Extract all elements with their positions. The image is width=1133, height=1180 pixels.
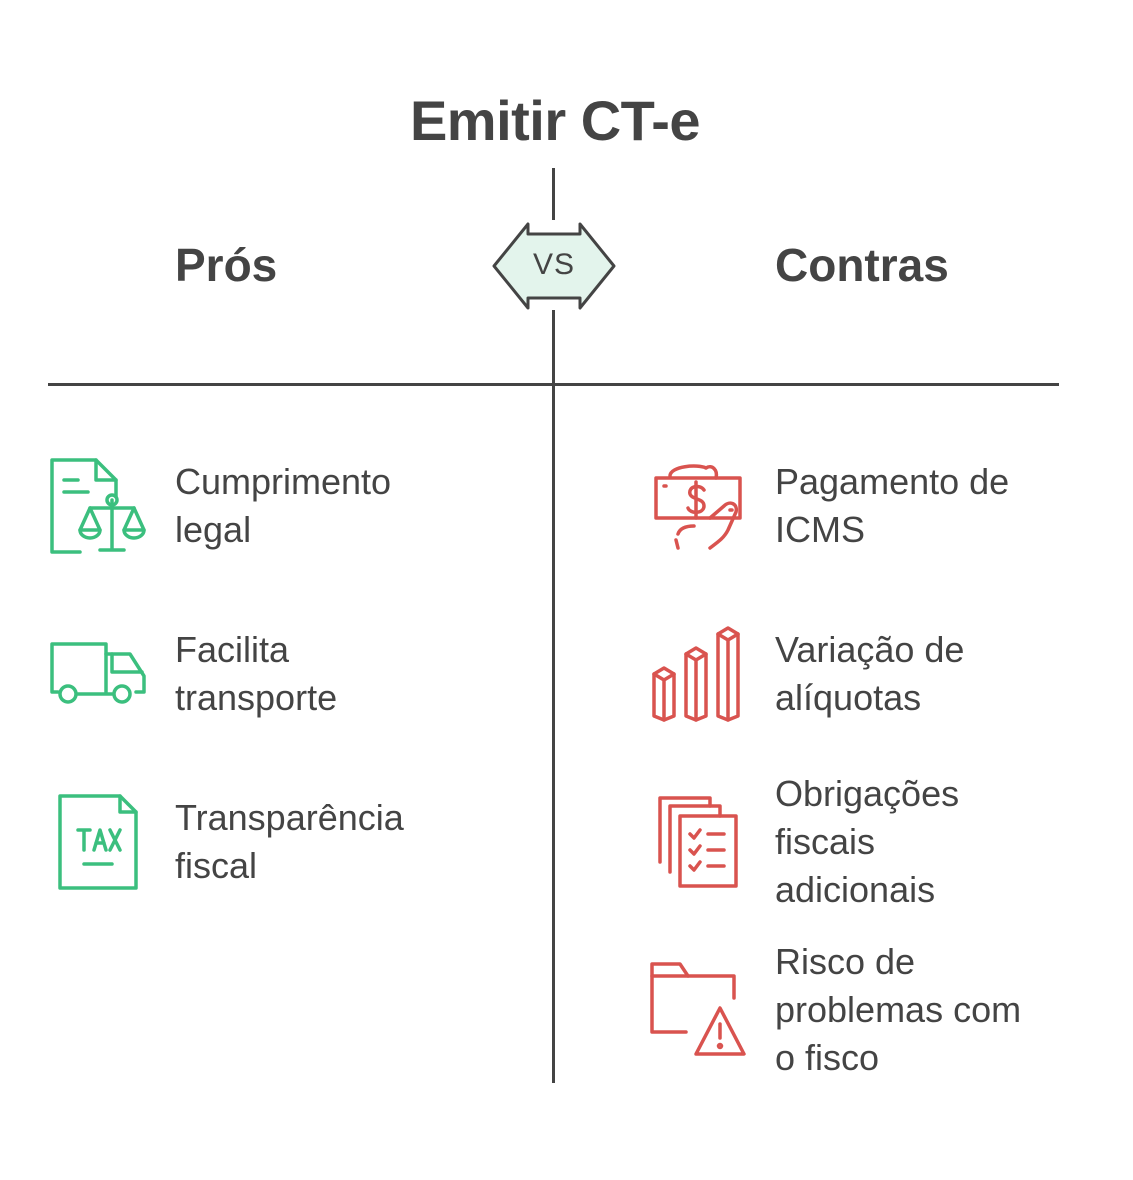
- cons-item-1-line-2: ICMS: [775, 509, 865, 550]
- cons-heading: Contras: [775, 239, 949, 291]
- vs-badge: [492, 222, 616, 310]
- pros-item-3-line-2: fiscal: [175, 845, 258, 886]
- pros-item-1: Cumprimento legal: [175, 458, 391, 554]
- scale-document-icon: [50, 458, 146, 554]
- cons-item-3-line-3: adicionais: [775, 869, 936, 910]
- cons-item-3: Obrigações fiscais adicionais: [775, 770, 959, 914]
- cons-item-2-line-1: Variação de: [775, 629, 965, 670]
- cons-item-1: Pagamento de ICMS: [775, 458, 1009, 554]
- hand-money-icon: [654, 464, 742, 550]
- cons-item-3-line-1: Obrigações: [775, 773, 960, 814]
- tax-document-icon: [58, 794, 138, 890]
- vertical-divider-bottom: [552, 310, 555, 1083]
- cons-item-4-line-1: Risco de: [775, 941, 916, 982]
- cons-item-1-line-1: Pagamento de: [775, 461, 1010, 502]
- cons-item-4-line-2: problemas com: [775, 989, 1022, 1030]
- vs-label: VS: [532, 248, 576, 281]
- pros-heading: Prós: [175, 239, 278, 291]
- pros-item-3: Transparência fiscal: [175, 794, 404, 890]
- diagram-title: Emitir CT-e: [409, 89, 701, 152]
- pros-item-2: Facilita transporte: [175, 626, 337, 722]
- cons-item-2: Variação de alíquotas: [775, 626, 964, 722]
- cons-item-2-line-2: alíquotas: [775, 677, 922, 718]
- pros-item-3-line-1: Transparência: [175, 797, 404, 838]
- cons-item-4-line-3: o fisco: [775, 1037, 880, 1078]
- checklist-documents-icon: [658, 796, 738, 888]
- truck-icon: [50, 642, 146, 704]
- vertical-divider-top: [552, 168, 555, 220]
- folder-warning-icon: [650, 962, 746, 1056]
- pros-item-1-line-2: legal: [175, 509, 252, 550]
- bar-chart-icon: [652, 626, 740, 722]
- pros-item-1-line-1: Cumprimento: [175, 461, 392, 502]
- cons-item-4: Risco de problemas com o fisco: [775, 938, 1021, 1082]
- cons-item-3-line-2: fiscais: [775, 821, 876, 862]
- pros-item-2-line-1: Facilita: [175, 629, 290, 670]
- horizontal-divider: [48, 383, 1059, 386]
- pros-item-2-line-2: transporte: [175, 677, 338, 718]
